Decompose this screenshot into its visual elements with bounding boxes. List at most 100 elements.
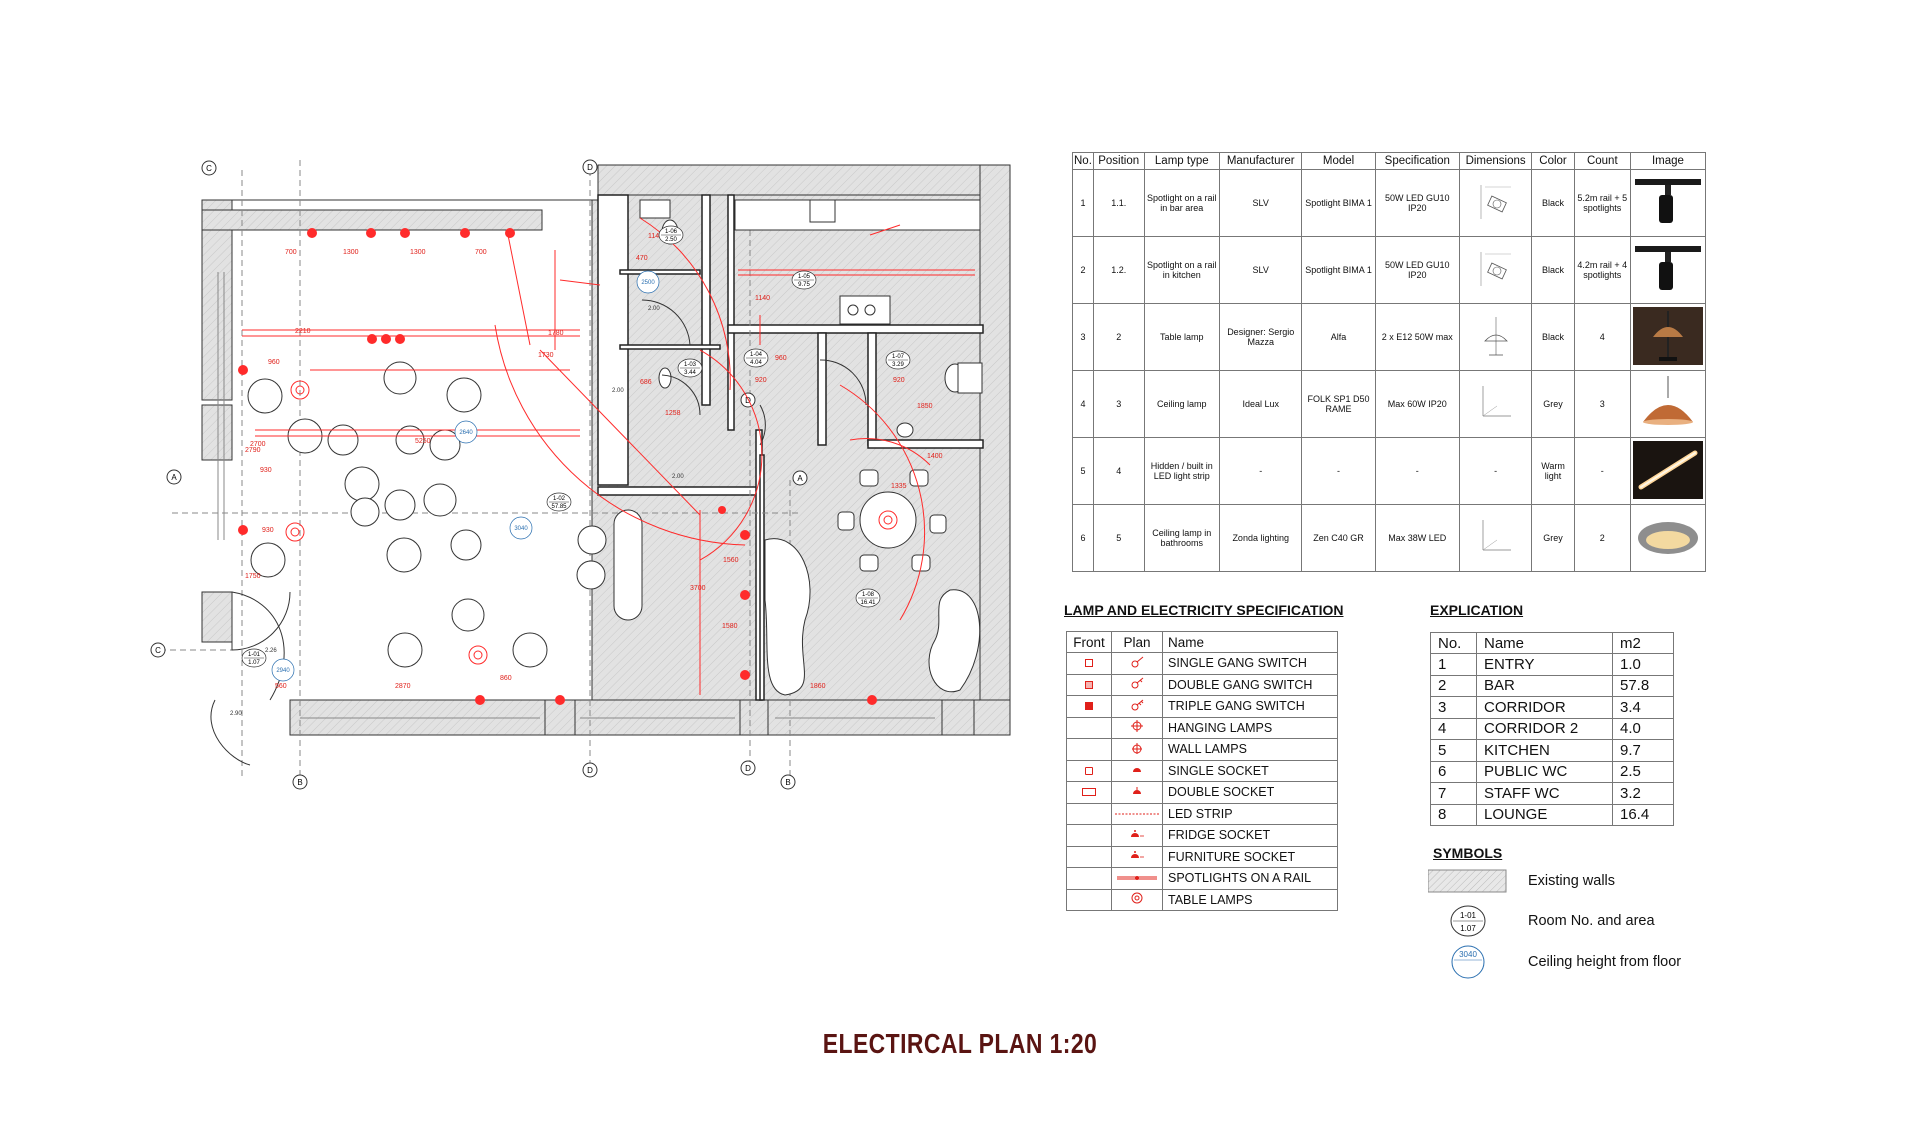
table-row: HANGING LAMPS — [1066, 716, 1338, 739]
cell-image — [1629, 236, 1707, 304]
cell-area: 16.4 — [1612, 803, 1674, 826]
svg-text:930: 930 — [260, 467, 272, 474]
furniture-socket-icon — [1111, 845, 1163, 868]
cell-dims: - — [1458, 437, 1533, 505]
room-tag-1-03: 1-03 3.44 — [677, 358, 703, 378]
cell-position: 3 — [1092, 370, 1145, 438]
cell-position: 1.2. — [1092, 236, 1145, 304]
svg-text:686: 686 — [640, 379, 652, 386]
svg-text:2.00: 2.00 — [648, 306, 660, 312]
cell-area: 57.8 — [1612, 674, 1674, 697]
svg-text:2940: 2940 — [276, 668, 290, 674]
spec-name: DOUBLE GANG SWITCH — [1162, 673, 1338, 696]
dimension-labels: 700 1300 1300 700 2210 960 1730 1780 930… — [245, 233, 943, 690]
table-row: 1 1.1. Spotlight on a rail in bar area S… — [1072, 169, 1707, 237]
svg-text:1560: 1560 — [723, 557, 739, 564]
led-strip-icon — [1111, 802, 1163, 825]
svg-text:5250: 5250 — [415, 438, 431, 445]
cell-image — [1629, 504, 1707, 572]
cell-no: 2 — [1072, 236, 1094, 304]
svg-text:1258: 1258 — [665, 410, 681, 417]
svg-text:1.07: 1.07 — [1460, 924, 1476, 933]
svg-text:2.26: 2.26 — [265, 648, 277, 654]
spotlight-rail-image — [1634, 179, 1701, 223]
table-lamp-icon — [1111, 888, 1163, 911]
svg-text:1580: 1580 — [722, 623, 738, 630]
symbols-heading: SYMBOLS — [1433, 845, 1503, 861]
room-tag-1-01: 1-011.07 — [241, 648, 267, 668]
svg-text:D: D — [745, 764, 751, 773]
wall-lamp-icon — [1111, 738, 1163, 761]
table-header-row: No. Name m2 — [1430, 632, 1674, 654]
table-header-row: No. Position Lamp type Manufacturer Mode… — [1072, 152, 1707, 170]
svg-text:3.44: 3.44 — [684, 370, 696, 376]
svg-text:1-01: 1-01 — [248, 652, 261, 658]
cell-image — [1629, 303, 1707, 371]
cell-type: Ceiling lamp in bathrooms — [1143, 504, 1221, 572]
cell-area: 3.2 — [1612, 782, 1674, 805]
svg-text:B: B — [785, 778, 790, 787]
windows — [217, 272, 935, 719]
table-row: DOUBLE SOCKET — [1066, 781, 1338, 804]
triple-switch-plan-icon — [1111, 695, 1163, 718]
cell-position: 1.1. — [1092, 169, 1145, 237]
svg-text:930: 930 — [262, 527, 274, 534]
table-row: 3 2 Table lamp Designer: Sergio Mazza Al… — [1072, 303, 1707, 371]
cell-type: Spotlight on a rail in kitchen — [1143, 236, 1221, 304]
table-row: FURNITURE SOCKET — [1066, 845, 1338, 868]
cell-count: 4 — [1573, 303, 1631, 371]
cell-type: Hidden / built in LED light strip — [1143, 437, 1221, 505]
cell-no: 6 — [1430, 760, 1477, 783]
cell-count: 3 — [1573, 370, 1631, 438]
cell-dims — [1458, 303, 1533, 371]
table-row: 4 3 Ceiling lamp Ideal Lux FOLK SP1 D50 … — [1072, 370, 1707, 438]
cell-position: 5 — [1092, 504, 1145, 572]
ceiling-disc-image — [1637, 522, 1698, 554]
dimension-sketch-icon — [1480, 252, 1511, 286]
table-lamp-symbols — [285, 380, 898, 665]
cell-area: 1.0 — [1612, 653, 1674, 676]
cell-type: Spotlight on a rail in bar area — [1143, 169, 1221, 237]
svg-text:C: C — [206, 164, 212, 173]
col-header: m2 — [1612, 632, 1674, 654]
svg-text:B: B — [297, 778, 302, 787]
svg-text:1140: 1140 — [755, 295, 770, 302]
single-socket-front-icon — [1066, 759, 1112, 782]
cell-color: Grey — [1531, 504, 1575, 572]
cell-model: FOLK SP1 D50 RAME — [1301, 370, 1376, 438]
room-tag-1-05: 1-059.75 — [791, 270, 817, 290]
single-switch-front-icon — [1066, 652, 1112, 675]
cell-name: CORRIDOR — [1476, 696, 1613, 719]
cell-dims — [1458, 236, 1533, 304]
svg-text:1-03: 1-03 — [684, 362, 697, 368]
svg-text:1335: 1335 — [891, 483, 907, 490]
spec-name: TABLE LAMPS — [1162, 888, 1338, 911]
table-row: 6 5 Ceiling lamp in bathrooms Zonda ligh… — [1072, 504, 1707, 572]
cell-position: 2 — [1092, 303, 1145, 371]
cell-dims — [1458, 504, 1533, 572]
svg-text:960: 960 — [775, 355, 787, 362]
empty-cell — [1066, 888, 1112, 911]
page-title: ELECTIRCAL PLAN 1:20 — [822, 1028, 1098, 1059]
empty-cell — [1066, 716, 1112, 739]
spec-name: TRIPLE GANG SWITCH — [1162, 695, 1338, 718]
svg-text:920: 920 — [893, 377, 905, 384]
col-header: Count — [1573, 152, 1631, 170]
svg-text:1-08: 1-08 — [862, 592, 875, 598]
symbol-label: Room No. and area — [1528, 913, 1655, 929]
cell-no: 4 — [1430, 717, 1477, 740]
empty-cell — [1066, 802, 1112, 825]
col-header: Image — [1629, 152, 1707, 170]
col-header: Manufacturer — [1219, 152, 1303, 170]
col-header: Name — [1476, 632, 1613, 654]
col-header: Lamp type — [1143, 152, 1221, 170]
table-lamp-image — [1632, 307, 1703, 365]
fridge-socket-icon — [1111, 824, 1163, 847]
cell-manufacturer: Zonda lighting — [1219, 504, 1303, 572]
